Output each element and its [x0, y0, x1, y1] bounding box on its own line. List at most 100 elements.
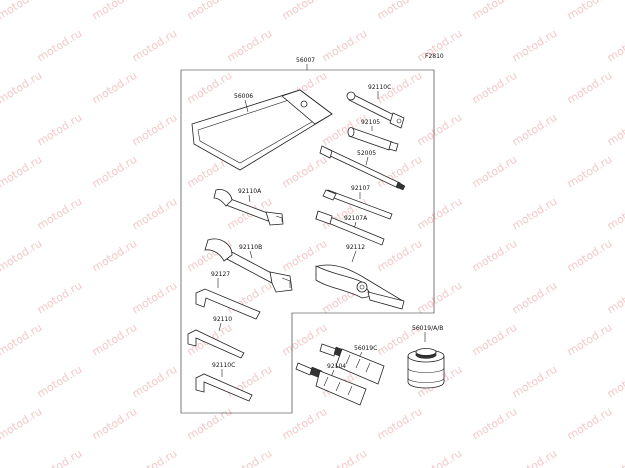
tool-pouch	[191, 89, 333, 171]
watermark-text: motod.ru	[130, 279, 180, 317]
watermark-text: motod.ru	[470, 237, 520, 275]
hex-key-large	[195, 288, 261, 320]
watermark-text: motod.ru	[35, 195, 85, 233]
watermark-text: motod.ru	[510, 27, 560, 65]
watermark-text: motod.ru	[35, 279, 85, 317]
label-92107a: 92107A	[344, 215, 368, 222]
watermark-text: motod.ru	[35, 27, 85, 65]
watermark-text: motod.ru	[565, 69, 615, 107]
watermark-text: motod.ru	[130, 447, 180, 468]
watermark-text: motod.ru	[130, 111, 180, 149]
watermark-text: motod.ru	[35, 447, 85, 468]
leader-92110b	[249, 250, 253, 259]
watermark-text: motod.ru	[185, 405, 235, 443]
leader-92110a	[248, 194, 251, 203]
watermark-text: motod.ru	[565, 321, 615, 359]
watermark-text: motod.ru	[0, 69, 44, 107]
watermark-text: motod.ru	[605, 363, 625, 401]
open-end-wrench-b	[204, 238, 293, 293]
watermark-text: motod.ru	[280, 0, 330, 23]
watermark-text: motod.ru	[605, 27, 625, 65]
label-56006: 56006	[234, 93, 253, 100]
watermark-text: motod.ru	[605, 195, 625, 233]
label-92110: 92110	[213, 316, 232, 323]
watermark-text: motod.ru	[90, 321, 140, 359]
watermark-text: motod.ru	[415, 447, 465, 468]
label-92105: 92105	[361, 119, 380, 126]
watermark-text: motod.ru	[0, 153, 44, 191]
leader-92110	[218, 322, 222, 332]
label-92112: 92112	[346, 244, 365, 251]
watermark-text: motod.ru	[185, 69, 235, 107]
watermark-text: motod.ru	[280, 153, 330, 191]
watermark-text: motod.ru	[470, 321, 520, 359]
screwdriver-handle	[347, 127, 399, 152]
open-end-wrench-a	[213, 189, 284, 226]
watermark-text: motod.ru	[510, 363, 560, 401]
label-56019ab: 56019/A/B	[412, 325, 443, 332]
label-52005: 52005	[357, 150, 376, 157]
pliers	[315, 264, 405, 310]
watermark-text: motod.ru	[320, 27, 370, 65]
watermark-text: motod.ru	[565, 153, 615, 191]
figure-code: F2810	[425, 53, 444, 60]
watermark-text: motod.ru	[470, 0, 520, 23]
watermark-text: motod.ru	[565, 237, 615, 275]
watermark-text: motod.ru	[225, 27, 275, 65]
label-92104: 92104	[327, 363, 346, 370]
extension-bar	[319, 145, 406, 191]
screwdriver-bit-a	[315, 210, 385, 246]
watermark-text: motod.ru	[130, 27, 180, 65]
label-92110a: 92110A	[238, 188, 262, 195]
watermark-text: motod.ru	[225, 447, 275, 468]
watermark-text: motod.ru	[35, 363, 85, 401]
watermark-text: motod.ru	[510, 195, 560, 233]
watermark-text: motod.ru	[130, 363, 180, 401]
watermark-text: motod.ru	[510, 111, 560, 149]
label-92110b: 92110B	[239, 244, 262, 251]
watermark-text: motod.ru	[90, 405, 140, 443]
watermark-text: motod.ru	[90, 237, 140, 275]
label-92110c: 92110C	[212, 362, 235, 369]
watermark-text: motod.ru	[470, 405, 520, 443]
watermark-text: motod.ru	[375, 405, 425, 443]
plug-wrench-small	[295, 362, 367, 406]
watermark-text: motod.ru	[510, 279, 560, 317]
hex-key-medium	[187, 329, 245, 359]
watermark-text: motod.ru	[0, 237, 44, 275]
watermark-text: motod.ru	[510, 447, 560, 468]
label-92107: 92107	[351, 185, 370, 192]
watermark-text: motod.ru	[565, 0, 615, 23]
watermark-text: motod.ru	[130, 195, 180, 233]
socket-wrench	[346, 91, 405, 129]
hex-key-small	[195, 373, 253, 402]
watermark-text: motod.ru	[0, 405, 44, 443]
watermark-text: motod.ru	[320, 447, 370, 468]
watermark-text: motod.ru	[280, 405, 330, 443]
watermark-text: motod.ru	[280, 321, 330, 359]
watermark-text: motod.ru	[605, 279, 625, 317]
oil-filter	[407, 348, 445, 389]
watermark-text: motod.ru	[605, 447, 625, 468]
label-56007: 56007	[296, 57, 315, 64]
watermark-text: motod.ru	[90, 69, 140, 107]
leader-56006	[244, 99, 249, 113]
watermark-text: motod.ru	[415, 279, 465, 317]
watermark-text: motod.ru	[415, 111, 465, 149]
watermark-text: motod.ru	[605, 111, 625, 149]
watermark-text: motod.ru	[90, 0, 140, 23]
plug-wrench	[319, 343, 385, 385]
label-56019c: 56019C	[354, 345, 377, 352]
watermark-text: motod.ru	[185, 0, 235, 23]
watermark-text: motod.ru	[470, 153, 520, 191]
kit-outline	[180, 69, 435, 414]
leader-52005	[365, 156, 369, 166]
watermark-text: motod.ru	[90, 153, 140, 191]
label-92127: 92127	[211, 271, 230, 278]
watermark-text: motod.ru	[0, 0, 44, 23]
watermark-text: motod.ru	[35, 111, 85, 149]
watermark-text: motod.ru	[415, 195, 465, 233]
watermark-text: motod.ru	[0, 321, 44, 359]
screwdriver-bit	[322, 189, 393, 220]
